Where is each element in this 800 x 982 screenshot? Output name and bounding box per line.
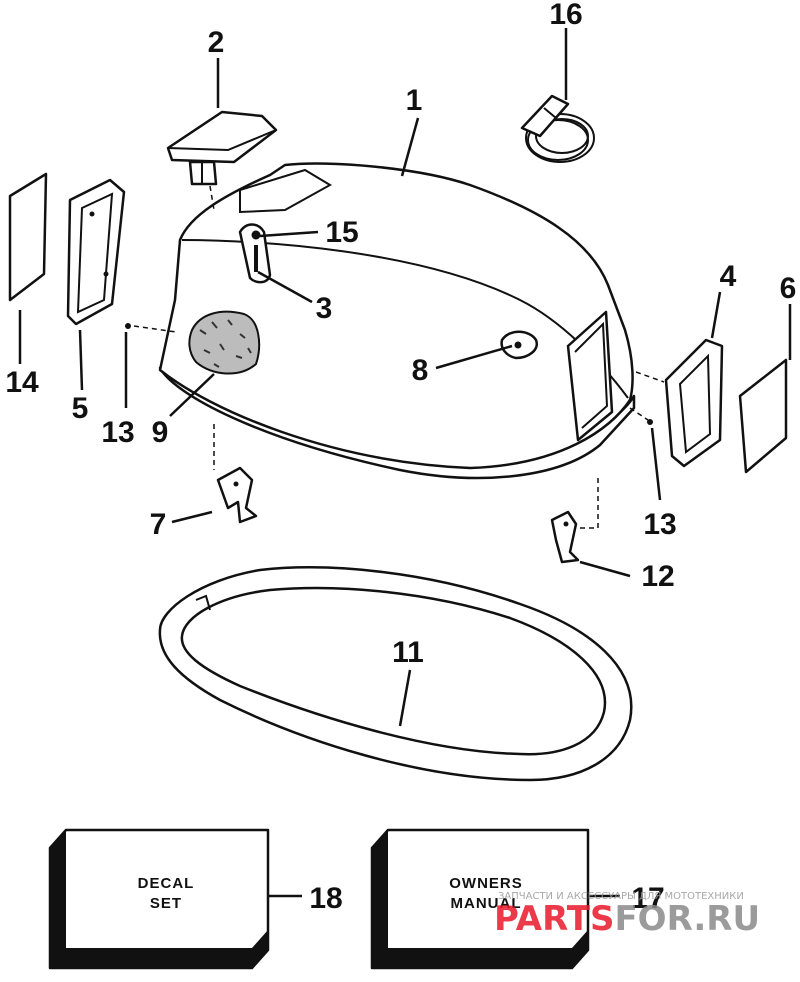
part-engine-cover	[158, 162, 636, 480]
part-panel-frame-right	[635, 338, 724, 468]
callout-2: 2	[208, 26, 225, 59]
callout-numbers: 1 2 16 15 3 4 6 8 14 5 13 9 13 7 12 11 1…	[5, 0, 796, 915]
part-vent-cap	[166, 110, 278, 211]
callout-6: 6	[780, 272, 797, 305]
part-screw-left	[125, 323, 177, 333]
callout-4: 4	[720, 260, 737, 293]
watermark: ЗАПЧАСТИ И АКСЕССУАРЫ ДЛЯ МОТОТЕХНИКИ PA…	[494, 891, 760, 939]
callout-15: 15	[325, 216, 358, 249]
part-bracket-left	[213, 424, 258, 524]
callout-3: 3	[316, 292, 333, 325]
manual-box-line1: OWNERS	[449, 875, 523, 892]
watermark-brand-gray: FOR.RU	[614, 899, 760, 939]
callout-11: 11	[392, 636, 424, 669]
callout-12: 12	[641, 560, 674, 593]
part-bracket-right	[550, 478, 599, 564]
callout-14: 14	[5, 366, 39, 399]
leader-lines	[18, 28, 792, 898]
decal-box-line2: SET	[150, 895, 182, 912]
callout-17: 17	[631, 882, 664, 915]
watermark-brand-red: PARTS	[494, 899, 614, 939]
part-panel-frame-left	[66, 178, 126, 326]
watermark-tagline: ЗАПЧАСТИ И АКСЕССУАРЫ ДЛЯ МОТОТЕХНИКИ	[498, 891, 744, 902]
part-owners-manual-box: OWNERS MANUAL	[370, 828, 590, 970]
callout-9: 9	[152, 416, 169, 449]
decal-box-line1: DECAL	[138, 875, 195, 892]
callout-13-left: 13	[101, 416, 134, 449]
callout-18: 18	[309, 882, 342, 915]
callout-5: 5	[72, 392, 89, 425]
callout-7: 7	[150, 508, 167, 541]
callout-1: 1	[406, 84, 423, 117]
part-cable-connector	[520, 94, 595, 163]
callout-16: 16	[549, 0, 582, 31]
part-screw-right	[629, 407, 653, 425]
part-decal-set-box: DECAL SET	[48, 828, 270, 970]
manual-box-line2: MANUAL	[451, 895, 522, 912]
callout-13-right: 13	[643, 508, 676, 541]
part-seal-gasket	[158, 566, 633, 782]
part-side-panel-left	[8, 172, 48, 302]
part-side-panel-right	[738, 358, 788, 474]
watermark-brand: PARTSFOR.RU	[494, 899, 760, 939]
callout-8: 8	[412, 354, 429, 387]
